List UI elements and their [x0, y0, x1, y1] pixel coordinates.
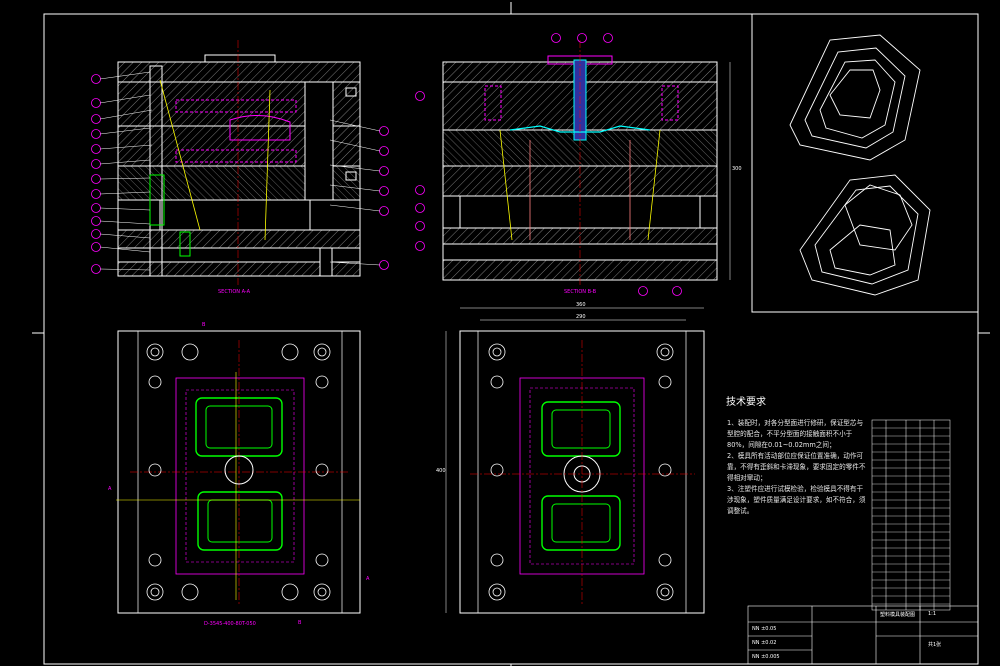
- requirement-item: 3、注塑件应进行试模检验，检验模具不得有干涉现象，塑件质量满足设计要求，如不符合…: [727, 485, 866, 515]
- section-b-b-callouts: [415, 33, 682, 296]
- tolerance-row: NN ±0.005: [752, 654, 780, 660]
- scale-value: 1:1: [928, 611, 937, 617]
- plan-view-label: D-3545-400-80T-050: [204, 621, 256, 627]
- section-a-a-view: [117, 40, 361, 285]
- plan-view-right: [445, 307, 705, 614]
- plan-view-right-bolts: [488, 343, 674, 601]
- cut-mark-a-left: A: [108, 486, 112, 492]
- technical-requirements-body: 1、装配时，对各分型面进行修研，保证型芯与型腔的配合，不平分型面的接触面积不小于…: [727, 418, 867, 517]
- section-a-a-leaders: [99, 71, 381, 271]
- parts-list-table: [871, 419, 951, 611]
- section-b-b-label: SECTION B-B: [564, 289, 597, 295]
- tolerance-row: NN ±0.05: [752, 626, 777, 632]
- parts-list-rows: [872, 427, 950, 605]
- cut-mark-a-right: A: [366, 576, 370, 582]
- sheet-count: 共1张: [928, 642, 942, 648]
- tolerance-row: NN ±0.02: [752, 640, 777, 646]
- dimension-top-outer: 360: [576, 302, 586, 308]
- section-b-b-view: [442, 40, 731, 285]
- requirement-item: 2、模具所有活动部位应保证位置准确，动作可靠，不得有歪斜和卡滞现象，要求固定的零…: [727, 452, 866, 482]
- dimension-side-height: 300: [732, 166, 742, 172]
- cut-mark-b-bottom: B: [298, 620, 302, 626]
- plan-view-left-bolts: [146, 343, 331, 601]
- dimension-top-inner: 290: [576, 314, 586, 320]
- title-block: [747, 605, 979, 665]
- technical-requirements-title: 技术要求: [726, 397, 766, 408]
- section-a-a-label: SECTION A-A: [218, 289, 251, 295]
- requirement-item: 1、装配时，对各分型面进行修研，保证型芯与型腔的配合，不平分型面的接触面积不小于…: [727, 419, 864, 449]
- drawing-name: 塑料模具装配图: [880, 612, 916, 618]
- cut-mark-b-top: B: [202, 322, 206, 328]
- plan-view-left: [116, 330, 361, 614]
- part-isometric-views: [789, 34, 931, 296]
- dimension-plan-height: 400: [436, 468, 446, 474]
